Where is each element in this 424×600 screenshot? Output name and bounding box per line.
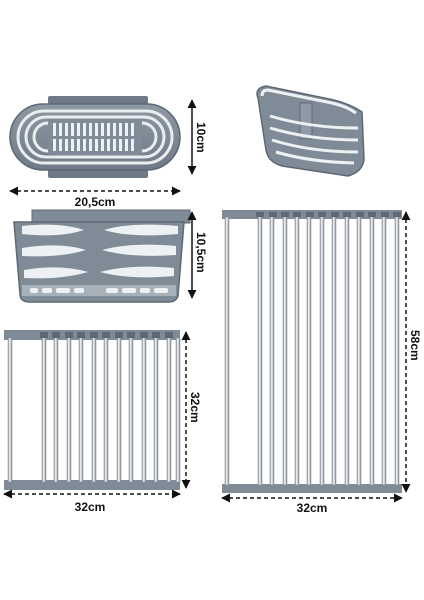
small-rack-bars	[7, 337, 181, 483]
caddy-top-view	[9, 96, 181, 178]
large-rack-bars	[224, 216, 400, 486]
caddy-side-view	[13, 209, 191, 303]
large-rack-height-dimension: 58cm	[401, 211, 422, 493]
caddy-depth-dimension: 10cm	[187, 99, 208, 175]
caddy-perspective-photo	[256, 85, 365, 177]
large-rack-height-label: 58cm	[408, 330, 422, 361]
small-rack-height-dimension: 32cm	[181, 331, 202, 489]
large-rack-width-label: 32cm	[297, 501, 328, 515]
caddy-height-label: 10,5cm	[194, 232, 208, 273]
small-roll-up-rack	[4, 330, 181, 490]
small-rack-height-label: 32cm	[188, 392, 202, 423]
caddy-base-vents	[30, 288, 168, 293]
large-roll-up-rack	[222, 210, 402, 493]
large-rack-width-dimension: 32cm	[221, 493, 403, 515]
caddy-width-label: 20,5cm	[75, 195, 116, 209]
caddy-width-dimension: 20,5cm	[9, 186, 181, 209]
caddy-height-dimension: 10,5cm	[187, 211, 208, 299]
small-rack-width-dimension: 32cm	[3, 489, 181, 514]
caddy-depth-label: 10cm	[194, 122, 208, 153]
small-rack-width-label: 32cm	[75, 500, 106, 514]
